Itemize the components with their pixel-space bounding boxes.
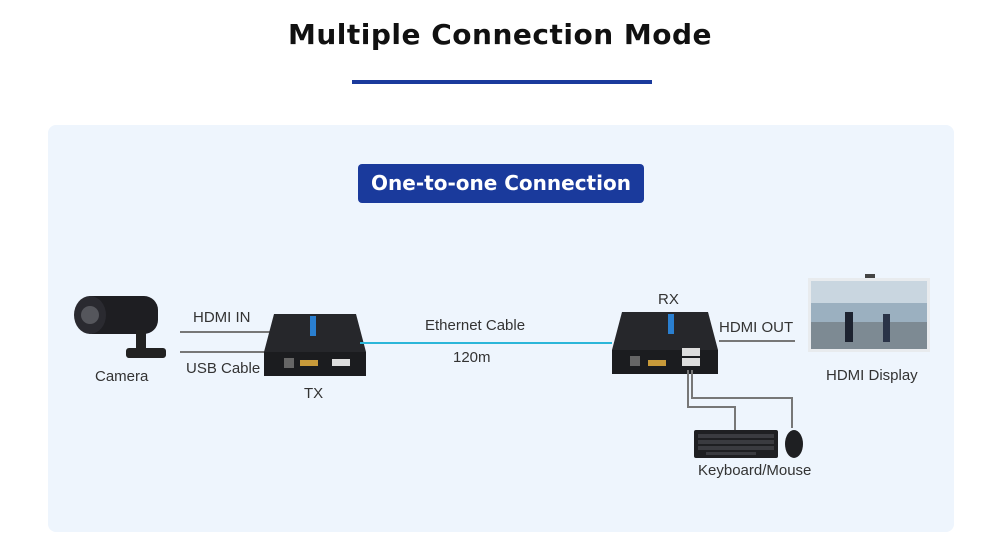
page-title: Multiple Connection Mode <box>287 18 713 51</box>
usb-cables <box>687 370 793 432</box>
tx-label: TX <box>304 385 324 402</box>
distance-label: 120m <box>453 349 491 366</box>
display-icon <box>808 274 930 352</box>
hdmi-in-cable <box>180 331 280 333</box>
camera-label: Camera <box>95 368 149 385</box>
hdmi-out-label: HDMI OUT <box>719 319 794 336</box>
hdmi-out-cable <box>719 340 795 342</box>
mode-badge: One-to-one Connection <box>358 164 644 203</box>
rx-device-icon <box>612 312 718 374</box>
hdmi-in-label: HDMI IN <box>193 309 251 326</box>
tx-device-icon <box>264 314 366 376</box>
keyboard-mouse-icon <box>694 430 803 458</box>
keyboard-mouse-label: Keyboard/Mouse <box>698 462 812 479</box>
display-label: HDMI Display <box>826 367 918 384</box>
camera-icon <box>74 296 166 358</box>
ethernet-cable <box>360 342 612 344</box>
usb-cable-label: USB Cable <box>186 360 261 377</box>
usb-cable-line <box>180 351 270 353</box>
rx-label: RX <box>658 291 679 308</box>
title-underline <box>352 80 652 84</box>
ethernet-label: Ethernet Cable <box>425 317 526 334</box>
